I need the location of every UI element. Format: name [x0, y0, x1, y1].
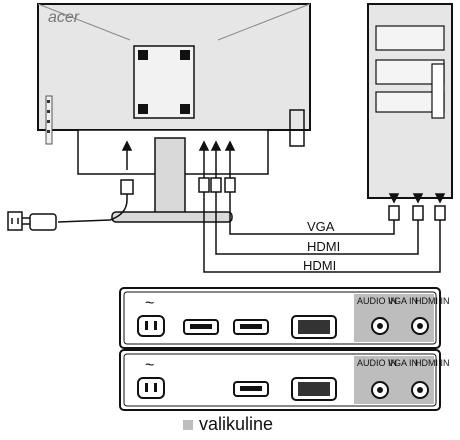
audio-jack-icon	[371, 317, 389, 335]
legend-text: valikuline	[199, 414, 274, 434]
port-panel-1: ~ AUDIO IN VGA IN HDMI IN	[119, 287, 450, 349]
hdmi-cable-label-1: HDMI	[307, 239, 340, 254]
monitor-stand-base	[111, 211, 233, 223]
power-plug-icon	[7, 211, 57, 231]
audio-jack-icon	[411, 381, 429, 399]
power-socket-icon	[137, 315, 165, 337]
audio-in-label: AUDIO IN	[357, 358, 397, 368]
hdmi-in-label: HDMI IN	[415, 296, 450, 306]
vga-in-label: VGA IN	[388, 296, 418, 306]
vga-cable-label: VGA	[307, 219, 335, 234]
audio-jack-icon	[371, 381, 389, 399]
power-symbol: ~	[145, 357, 154, 374]
monitor-rear: acer	[37, 3, 311, 223]
optional-swatch	[183, 419, 193, 430]
cable-lines	[198, 140, 446, 273]
hdmi-in-label: HDMI IN	[415, 358, 450, 368]
power-socket-icon	[137, 377, 165, 399]
port-panel-2: ~ AUDIO IN VGA IN HDMI IN	[119, 349, 450, 411]
vga-port-icon	[291, 315, 337, 339]
power-cable	[57, 140, 134, 223]
hdmi-port-icon	[183, 319, 219, 335]
monitor-stand-neck	[154, 137, 186, 215]
vga-port-icon	[291, 377, 337, 401]
brand-logo: acer	[48, 9, 80, 26]
audio-jack-icon	[411, 317, 429, 335]
legend: valikuline	[183, 414, 273, 435]
power-symbol: ~	[145, 295, 154, 312]
audio-in-label: AUDIO IN	[357, 296, 397, 306]
hdmi-port-icon	[233, 381, 269, 397]
pc-tower	[367, 3, 453, 199]
hdmi-cable-label-2: HDMI	[303, 258, 336, 273]
vga-in-label: VGA IN	[388, 358, 418, 368]
hdmi-port-icon	[233, 319, 269, 335]
